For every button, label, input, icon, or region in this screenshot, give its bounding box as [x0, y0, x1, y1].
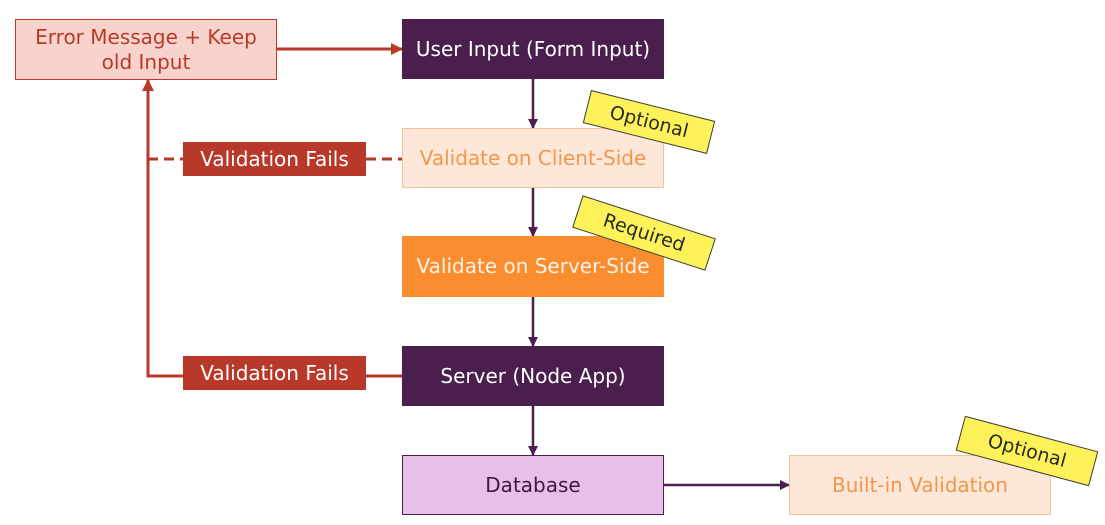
client-validation-fails-label: Validation Fails	[183, 142, 366, 176]
server-side-validation-node: Validate on Server-Side	[402, 236, 664, 297]
database-label: Database	[485, 472, 581, 497]
server-side-validation-label: Validate on Server-Side	[416, 254, 650, 278]
user-input-node: User Input (Form Input)	[402, 19, 664, 79]
arrow-server-fail-to-error	[142, 79, 183, 378]
builtin-validation-label: Built-in Validation	[832, 472, 1008, 497]
error-message-node: Error Message + Keep old Input	[15, 19, 277, 80]
error-message-label: Error Message + Keep old Input	[35, 24, 257, 74]
builtin-validation-node: Built-in Validation	[789, 455, 1051, 515]
server-validation-fails-label: Validation Fails	[183, 356, 366, 390]
server-node: Server (Node App)	[402, 346, 664, 406]
user-input-label: User Input (Form Input)	[415, 36, 651, 61]
client-side-validation-node: Validate on Client-Side	[402, 128, 664, 188]
client-side-validation-label: Validate on Client-Side	[419, 145, 647, 170]
server-label: Server (Node App)	[440, 363, 626, 388]
database-node: Database	[402, 455, 664, 515]
